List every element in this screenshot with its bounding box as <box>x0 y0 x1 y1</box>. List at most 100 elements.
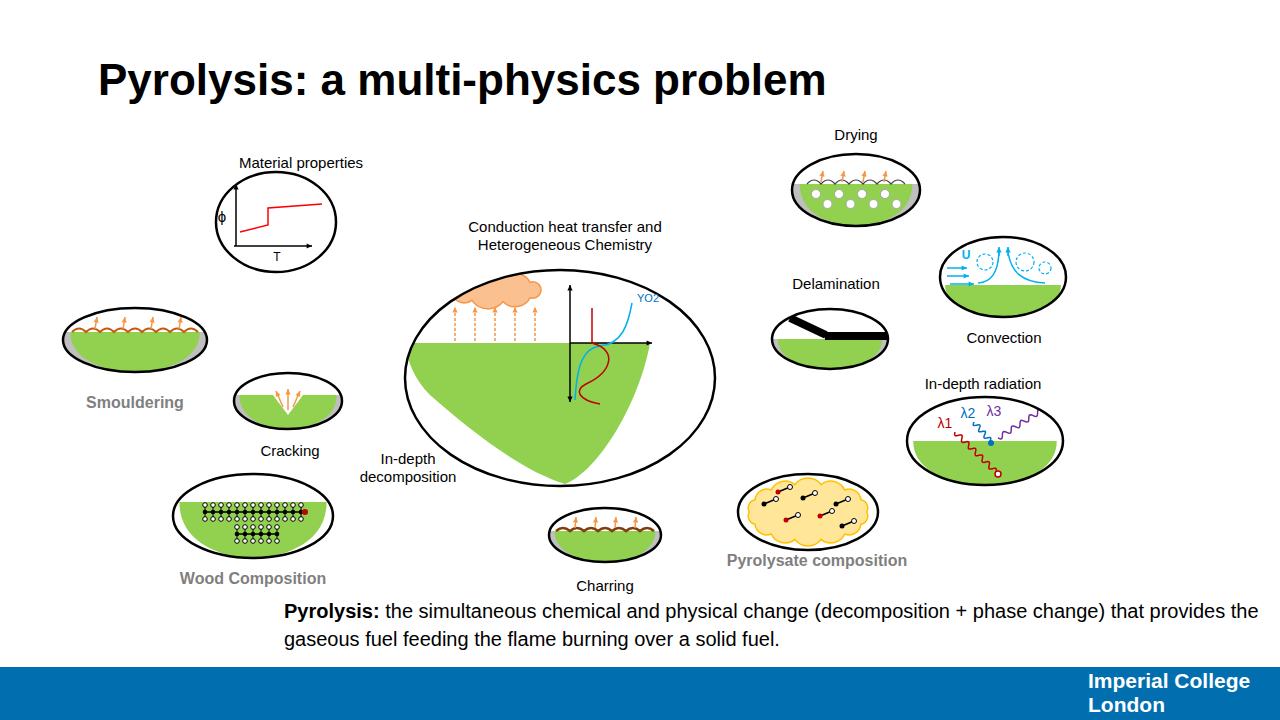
arrow-head <box>178 317 183 323</box>
atom <box>840 524 845 529</box>
ellipse-fill <box>173 474 333 558</box>
node-label: Drying <box>834 126 877 144</box>
atom <box>259 525 264 530</box>
atom <box>227 503 232 508</box>
process-ellipse: Smouldering <box>55 304 215 416</box>
symbol-label: λ2 <box>961 405 976 422</box>
water-droplet <box>869 200 878 209</box>
ellipse-border <box>792 154 920 226</box>
arrow-line <box>293 391 300 407</box>
atom <box>813 491 818 496</box>
node-illustration <box>738 474 878 550</box>
atom <box>235 510 240 515</box>
atom <box>259 539 264 544</box>
ellipse-fill <box>234 373 342 429</box>
symbol-label: λ3 <box>987 403 1002 420</box>
atom <box>267 539 272 544</box>
clipped-illustration <box>549 517 661 585</box>
ellipse-border <box>405 270 715 486</box>
process-ellipse: Pyrolysate composition <box>715 470 920 573</box>
gas-cloud <box>450 271 541 309</box>
node-label: Convection <box>966 329 1041 347</box>
ellipse-border <box>772 309 888 369</box>
water-droplet <box>846 200 855 209</box>
arrow-head <box>996 247 1001 252</box>
arrow-head <box>567 397 572 402</box>
atom <box>291 517 296 522</box>
arrow-head <box>573 517 578 523</box>
arrow-head <box>472 307 477 312</box>
atom <box>267 510 272 515</box>
ellipse-fill <box>63 308 207 372</box>
node-illustration <box>63 308 207 396</box>
arrow-head <box>285 389 290 394</box>
ray-end <box>995 471 1001 477</box>
atom <box>235 532 240 537</box>
arrow-head <box>962 265 967 270</box>
atom <box>219 503 224 508</box>
temperature-profile <box>579 308 608 404</box>
atom <box>275 525 280 530</box>
atom <box>259 503 264 508</box>
atom <box>267 517 272 522</box>
node-illustration <box>405 270 715 486</box>
arrow-head <box>1005 247 1010 252</box>
arrow-head <box>532 307 537 312</box>
ellipse-border <box>173 474 333 558</box>
atom <box>235 503 240 508</box>
atom <box>788 485 793 490</box>
process-ellipse: Cracking <box>225 369 350 464</box>
atom <box>291 510 296 515</box>
atom <box>243 525 248 530</box>
node-outline <box>350 215 720 490</box>
atom <box>846 497 851 502</box>
process-ellipse: Drying <box>780 122 935 230</box>
node-label: Material properties <box>239 154 363 172</box>
node-label: Conduction heat transfer and Heterogeneo… <box>445 218 685 254</box>
atom <box>251 525 256 530</box>
arrow-head <box>964 273 969 278</box>
arrow-line <box>569 343 571 402</box>
atom <box>243 503 248 508</box>
node-illustration <box>772 309 890 399</box>
arrow-line <box>569 285 571 343</box>
atom <box>235 525 240 530</box>
ellipse-border <box>940 237 1066 317</box>
clipped-illustration <box>179 502 326 558</box>
clipped-illustration <box>63 317 207 396</box>
atom <box>251 510 256 515</box>
water-droplet <box>881 190 890 199</box>
atom <box>251 539 256 544</box>
ellipse-border <box>907 397 1063 485</box>
radiation-ray <box>998 409 1042 439</box>
atom <box>275 532 280 537</box>
atom <box>211 517 216 522</box>
atom <box>267 503 272 508</box>
node-illustration <box>549 508 661 585</box>
ellipse-border <box>738 474 878 550</box>
node-illustration <box>907 397 1063 485</box>
ellipse-fill <box>792 154 920 226</box>
node-label: Cracking <box>260 442 319 460</box>
institution-logo: Imperial College London <box>1088 669 1270 717</box>
ray-end <box>988 440 994 446</box>
atom <box>251 532 256 537</box>
atom <box>784 518 789 523</box>
gas-cloud <box>748 478 868 546</box>
arrow-head <box>647 340 652 345</box>
atom <box>834 502 839 507</box>
clipped-illustration <box>792 171 920 256</box>
atom <box>259 510 264 515</box>
symbol-label: YO2 <box>637 292 659 305</box>
ellipse-fill <box>549 508 661 562</box>
ellipse-fill <box>940 237 1066 317</box>
eddy <box>1016 253 1034 271</box>
atom <box>830 509 835 514</box>
atom <box>275 539 280 544</box>
arrow-head <box>567 285 572 290</box>
atom <box>227 510 232 515</box>
process-ellipse: In-depth radiationλ1λ2λ3 <box>900 371 1070 489</box>
arrow-head <box>593 517 598 523</box>
node-illustration <box>234 373 342 451</box>
ellipse-fill <box>216 172 336 272</box>
